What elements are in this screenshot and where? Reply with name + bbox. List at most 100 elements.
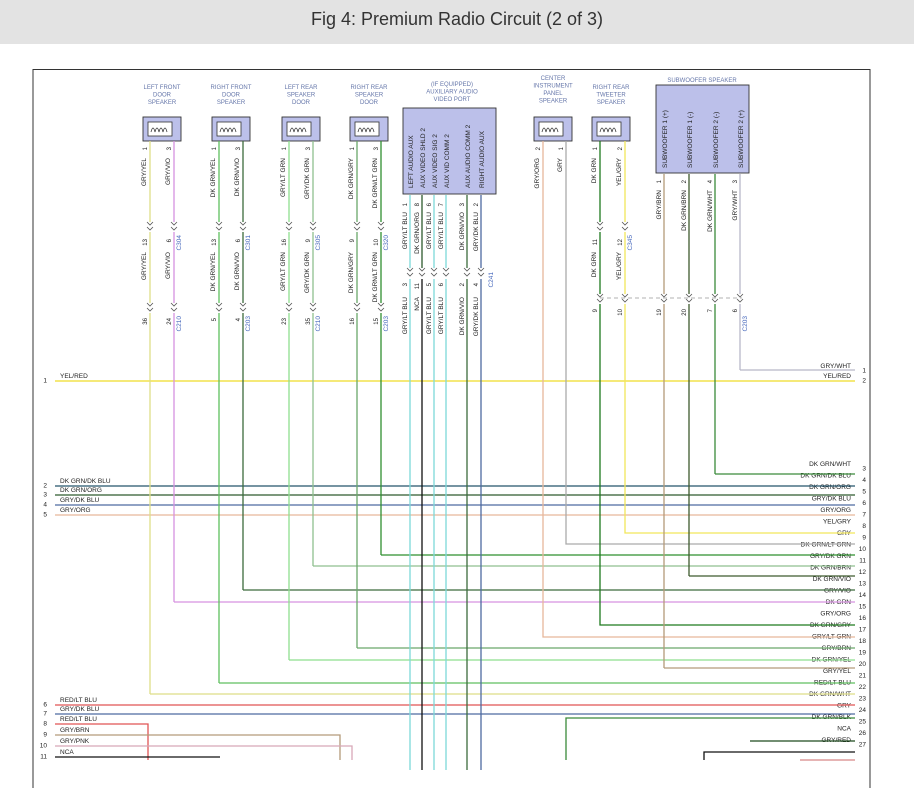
pin-number: 1 <box>657 179 663 183</box>
pin-number: 1 <box>282 146 288 150</box>
left-wire-label: RED/LT BLU <box>60 716 97 723</box>
pin-number: 19 <box>657 308 663 315</box>
wire-label: GRY/LT BLU <box>426 297 433 335</box>
wire-label: GRY/LT GRN <box>280 252 287 291</box>
connector-pin <box>353 226 361 231</box>
right-pin-number: 22 <box>859 684 867 691</box>
connector-label: C203 <box>245 316 252 332</box>
connector-pin <box>377 226 385 231</box>
connector-pin <box>621 221 629 226</box>
connector-pin <box>685 293 693 298</box>
wire-label: DK GRN/WHT <box>707 190 714 232</box>
right-pin-number: 10 <box>859 546 867 553</box>
left-wire-label: DK GRN/ORG <box>60 487 102 494</box>
stub-gry-pnk <box>55 745 353 760</box>
right-pin-number: 17 <box>859 627 867 634</box>
connector-pin <box>239 226 247 231</box>
pin-number: 9 <box>350 238 356 242</box>
pin-number: 23 <box>282 317 288 324</box>
connector-pin <box>170 226 178 231</box>
connector-pin <box>463 267 471 272</box>
stub-gry-brn <box>55 734 341 760</box>
pin-function: RIGHT AUDIO AUX <box>479 130 486 188</box>
component-label: SPEAKER <box>355 93 384 99</box>
title-bar: Fig 4: Premium Radio Circuit (2 of 3) <box>0 0 914 44</box>
stub-nca-right <box>703 751 855 760</box>
left-wire-label: RED/LT BLU <box>60 697 97 704</box>
pin-number: 2 <box>618 146 624 150</box>
pin-number: 15 <box>374 317 380 324</box>
connector-pin <box>309 307 317 312</box>
component-label: VIDEO PORT <box>434 97 471 103</box>
connector-pin <box>377 221 385 226</box>
component-label: RIGHT FRONT <box>211 85 252 91</box>
wire-label: DK GRN/VIO <box>234 158 241 196</box>
right-wire-label: GRY/WHT <box>820 363 851 370</box>
right-wire-label: GRY/ORG <box>820 507 851 514</box>
component-label: (IF EQUIPPED) <box>431 82 473 88</box>
right-wire-label: GRY/DK GRN <box>810 553 851 560</box>
connector-pin <box>442 272 450 277</box>
pin-number: 6 <box>167 238 173 242</box>
wire-label: GRY/BRN <box>656 190 663 220</box>
pin-number: 8 <box>415 202 421 206</box>
pin-number: 13 <box>212 238 218 245</box>
right-pin-number: 7 <box>862 512 866 519</box>
right-wire-label: DK GRN/VIO <box>813 576 851 583</box>
connector-pin <box>353 307 361 312</box>
connector-pin <box>463 272 471 277</box>
pin-number: 6 <box>236 238 242 242</box>
wire-label: GRY/DK GRN <box>304 252 311 293</box>
diagram-frame <box>32 69 871 788</box>
pin-number: 9 <box>593 308 599 312</box>
wire-label: GRY/DK GRN <box>304 158 311 199</box>
pin-number: 6 <box>733 308 739 312</box>
connector-pin <box>353 302 361 307</box>
subwoofer-body <box>655 84 750 174</box>
wire-label: GRY/LT BLU <box>426 212 433 250</box>
component-label: SPEAKER <box>148 100 177 106</box>
wire-label: GRY <box>557 157 564 172</box>
pin-number: 1 <box>143 146 149 150</box>
wire-label: GRY/DK BLU <box>473 212 480 252</box>
right-wire-label: DK GRN/BRN <box>810 565 851 572</box>
pin-number: 4 <box>474 282 480 286</box>
stub-dk-grn-wht <box>565 717 855 760</box>
wire-label: GRY/YEL <box>141 158 148 186</box>
speaker-coil <box>357 127 375 133</box>
door-speaker <box>211 116 251 142</box>
wire-label: GRY/LT BLU <box>438 212 445 250</box>
wire-label: DK GRN/VIO <box>459 297 466 335</box>
pin-function: SUBWOOFER 1 (+) <box>662 110 669 168</box>
component-label: SPEAKER <box>597 100 626 106</box>
pin-number: 3 <box>236 146 242 150</box>
speaker-coil <box>541 127 559 133</box>
wire-label: DK GRN/VIO <box>459 212 466 250</box>
pin-function: SUBWOOFER 2 (+) <box>738 110 745 168</box>
component-label: DOOR <box>360 100 379 106</box>
connector-pin <box>736 298 744 303</box>
speaker-coil <box>150 127 168 133</box>
right-pin-number: 11 <box>859 558 866 565</box>
pin-number: 10 <box>618 308 624 315</box>
left-wire-label: GRY/ORG <box>60 507 91 514</box>
connector-pin <box>285 302 293 307</box>
component-label: SUBWOOFER SPEAKER <box>667 78 737 84</box>
connector-pin <box>170 302 178 307</box>
right-wire-label: YEL/RED <box>823 373 851 380</box>
pin-number: 1 <box>593 146 599 150</box>
connector-pin <box>621 293 629 298</box>
connector-pin <box>215 307 223 312</box>
wire-label: YEL/GRY <box>616 251 623 280</box>
connector-pin <box>430 272 438 277</box>
pin-number: 3 <box>403 282 409 286</box>
pin-number: 5 <box>427 282 433 286</box>
pin-number: 9 <box>306 238 312 242</box>
wire-label: GRY/LT GRN <box>280 158 287 197</box>
connector-pin <box>736 293 744 298</box>
pin-number: 1 <box>212 146 218 150</box>
pin-number: 6 <box>427 202 433 206</box>
right-pin-number: 4 <box>862 477 866 484</box>
right-wire-label: DK GRN/LT GRN <box>801 542 852 549</box>
connector-pin <box>477 272 485 277</box>
